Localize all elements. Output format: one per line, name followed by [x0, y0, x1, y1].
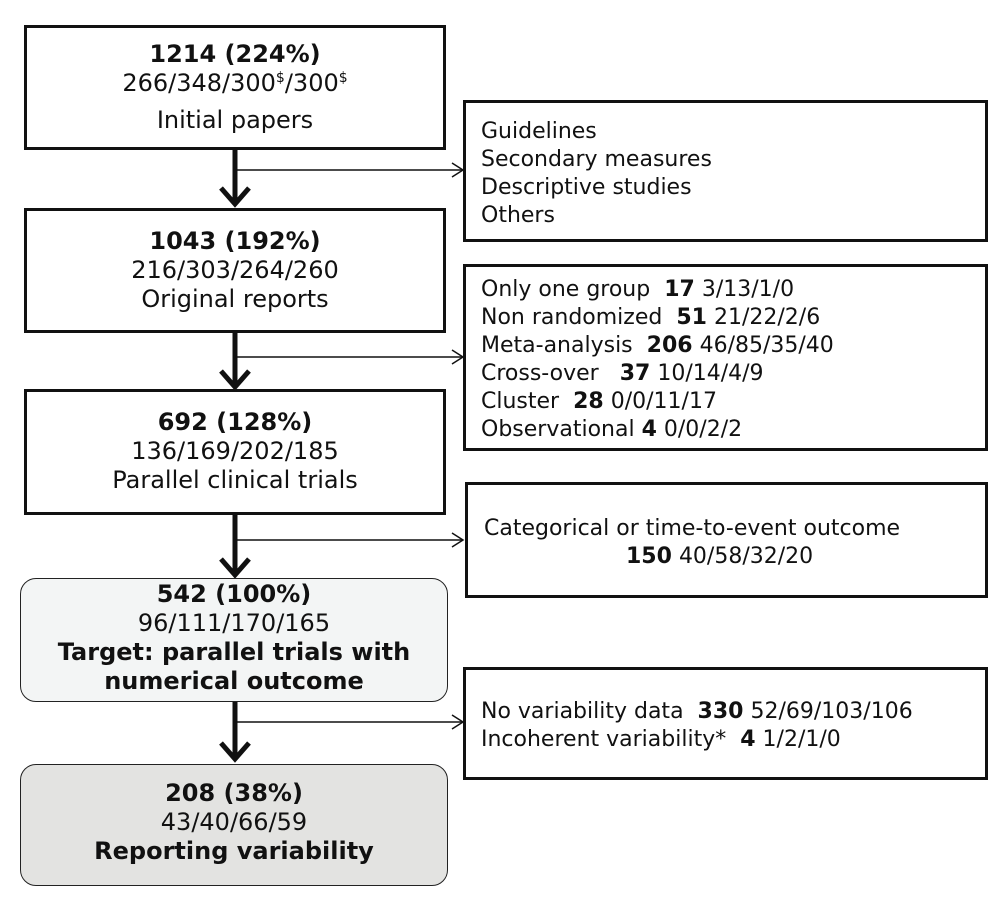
box4-label-line2: numerical outcome: [104, 667, 364, 695]
excl3-line2: 150 40/58/32/20: [626, 544, 814, 569]
box3-breakdown: 136/169/202/185: [131, 437, 339, 465]
excl1-item: Others: [481, 203, 555, 228]
exclusion-box-2: Only one group 17 3/13/1/0 Non randomize…: [463, 264, 988, 451]
box1-count: 1214 (224%): [149, 40, 321, 68]
box4-breakdown: 96/111/170/165: [137, 609, 331, 637]
excl2-row: Non randomized 51 21/22/2/6: [481, 305, 821, 330]
box2-breakdown: 216/303/264/260: [131, 256, 339, 284]
box3-label: Parallel clinical trials: [112, 466, 358, 494]
box5-label: Reporting variability: [94, 837, 374, 865]
excl2-row: Cluster 28 0/0/11/17: [481, 389, 717, 414]
exclusion-box-4: No variability data 330 52/69/103/106 In…: [463, 667, 988, 780]
excl2-row: Cross-over 37 10/14/4/9: [481, 361, 764, 386]
excl2-row: Meta-analysis 206 46/85/35/40: [481, 333, 834, 358]
box1-breakdown: 266/348/300$/300$: [122, 69, 348, 97]
box-original-reports: 1043 (192%) 216/303/264/260 Original rep…: [24, 208, 446, 333]
box2-label: Original reports: [141, 285, 329, 313]
excl1-item: Secondary measures: [481, 147, 712, 172]
box-parallel-trials: 692 (128%) 136/169/202/185 Parallel clin…: [24, 389, 446, 515]
box2-count: 1043 (192%): [149, 227, 321, 255]
box-initial-papers: 1214 (224%) 266/348/300$/300$ Initial pa…: [24, 25, 446, 150]
excl3-line1: Categorical or time-to-event outcome: [484, 516, 901, 541]
box-target: 542 (100%) 96/111/170/165 Target: parall…: [20, 578, 448, 702]
arrow-to-excl2: [235, 349, 465, 365]
excl1-item: Guidelines: [481, 119, 597, 144]
box-reporting-variability: 208 (38%) 43/40/66/59 Reporting variabil…: [20, 764, 448, 886]
arrow-to-excl1: [235, 162, 465, 178]
box3-count: 692 (128%): [157, 408, 313, 436]
arrow-box3-to-box4: [219, 515, 251, 579]
excl2-row: Observational 4 0/0/2/2: [481, 417, 743, 442]
exclusion-box-3: Categorical or time-to-event outcome 150…: [465, 482, 988, 598]
excl4-row: No variability data 330 52/69/103/106: [481, 699, 913, 724]
box1-label: Initial papers: [156, 106, 314, 134]
arrow-to-excl4: [235, 714, 465, 730]
box1-sup-1: $: [275, 70, 285, 86]
arrow-box4-to-box5: [219, 702, 251, 763]
box4-label-line1: Target: parallel trials with: [57, 638, 411, 666]
box5-count: 208 (38%): [165, 779, 303, 807]
arrow-box1-to-box2: [219, 150, 251, 208]
box5-breakdown: 43/40/66/59: [160, 808, 308, 836]
excl2-row: Only one group 17 3/13/1/0: [481, 277, 795, 302]
box4-count: 542 (100%): [156, 580, 312, 608]
arrow-to-excl3: [235, 532, 465, 548]
arrow-box2-to-box3: [219, 333, 251, 391]
box1-sup-2: $: [338, 70, 348, 86]
excl1-item: Descriptive studies: [481, 175, 692, 200]
excl4-row: Incoherent variability* 4 1/2/1/0: [481, 727, 841, 752]
exclusion-box-1: Guidelines Secondary measures Descriptiv…: [463, 100, 988, 242]
